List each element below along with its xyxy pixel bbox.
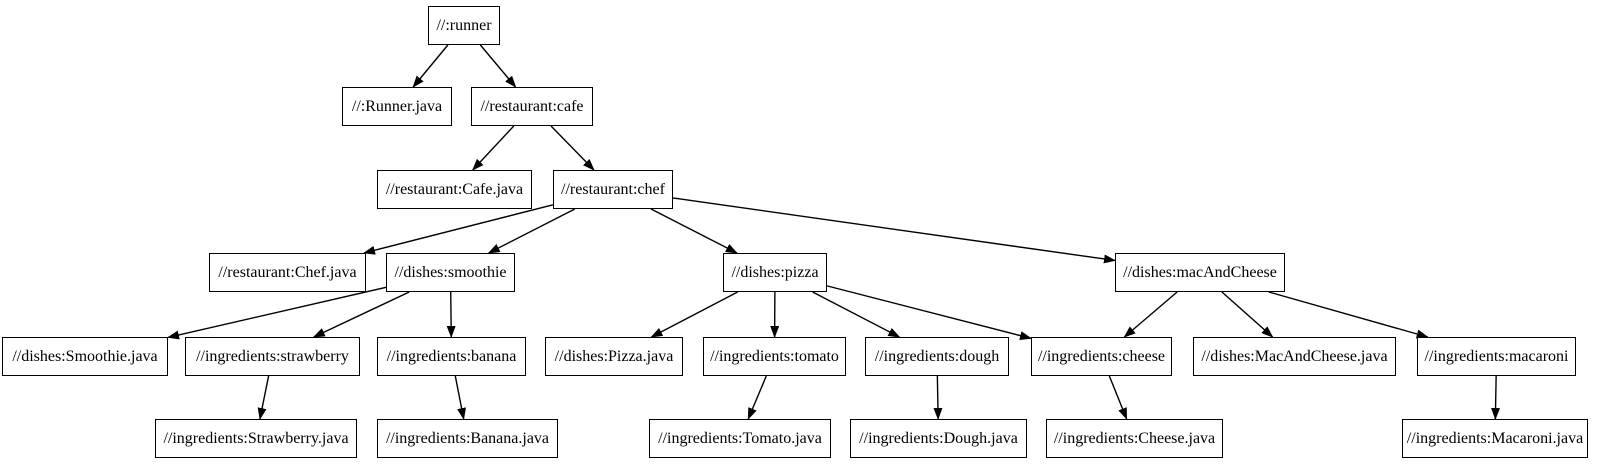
edge-smoothie-smoothie_java — [167, 286, 387, 340]
edge-tomato-tomato_java — [747, 375, 767, 420]
edge-chef-smoothie — [487, 208, 576, 254]
graph-node-tomato: //ingredients:tomato — [703, 337, 846, 376]
graph-node-cheese: //ingredients:cheese — [1031, 337, 1172, 376]
graph-node-strawberry: //ingredients:strawberry — [185, 337, 360, 376]
graph-node-banana: //ingredients:banana — [377, 337, 526, 376]
graph-node-banana_java: //ingredients:Banana.java — [377, 419, 558, 458]
edge-pizza-dough — [812, 291, 901, 338]
edge-dough-dough_java — [933, 375, 943, 420]
graph-node-strawberry_java: //ingredients:Strawberry.java — [155, 419, 357, 458]
edge-banana-banana_java — [454, 375, 467, 420]
graph-node-pizza: //dishes:pizza — [723, 253, 827, 292]
graph-node-cafe_java: //restaurant:Cafe.java — [377, 170, 532, 209]
edge-cafe-chef — [550, 125, 595, 171]
graph-node-macaroni_java: //ingredients:Macaroni.java — [1402, 419, 1588, 458]
edge-runner-cafe — [479, 44, 517, 88]
edge-mac-mac_java — [1221, 291, 1274, 338]
graph-node-chef_java: //restaurant:Chef.java — [209, 253, 366, 292]
graph-node-mac: //dishes:macAndCheese — [1115, 253, 1285, 292]
graph-node-pizza_java: //dishes:Pizza.java — [545, 337, 683, 376]
edge-smoothie-banana — [446, 291, 456, 338]
edge-pizza-pizza_java — [650, 291, 738, 338]
edge-pizza-cheese — [826, 285, 1032, 340]
edge-chef-mac — [672, 197, 1116, 264]
graph-node-mac_java: //dishes:MacAndCheese.java — [1193, 337, 1396, 376]
edge-mac-macaroni — [1268, 291, 1429, 339]
edge-mac-cheese — [1123, 291, 1178, 338]
edge-cafe-cafe_java — [472, 125, 515, 171]
graph-node-macaroni: //ingredients:macaroni — [1417, 337, 1576, 376]
graph-node-cheese_java: //ingredients:Cheese.java — [1046, 419, 1223, 458]
graph-node-dough_java: //ingredients:Dough.java — [850, 419, 1027, 458]
graph-node-runner_java: //:Runner.java — [342, 87, 452, 126]
edge-strawberry-strawberry_java — [257, 375, 270, 420]
edge-cheese-cheese_java — [1108, 375, 1128, 420]
graph-node-tomato_java: //ingredients:Tomato.java — [649, 419, 831, 458]
edge-chef-chef_java — [363, 204, 554, 255]
edge-macaroni-macaroni_java — [1491, 375, 1501, 420]
edge-smoothie-strawberry — [312, 291, 410, 338]
edge-runner-runner_java — [412, 44, 449, 88]
graph-node-runner: //:runner — [428, 6, 500, 45]
graph-node-cafe: //restaurant:cafe — [471, 87, 593, 126]
graph-node-dough: //ingredients:dough — [865, 337, 1009, 376]
graph-node-smoothie_java: //dishes:Smoothie.java — [2, 337, 168, 376]
edge-chef-pizza — [650, 208, 738, 254]
graph-node-smoothie: //dishes:smoothie — [386, 253, 515, 292]
graph-node-chef: //restaurant:chef — [553, 170, 673, 209]
